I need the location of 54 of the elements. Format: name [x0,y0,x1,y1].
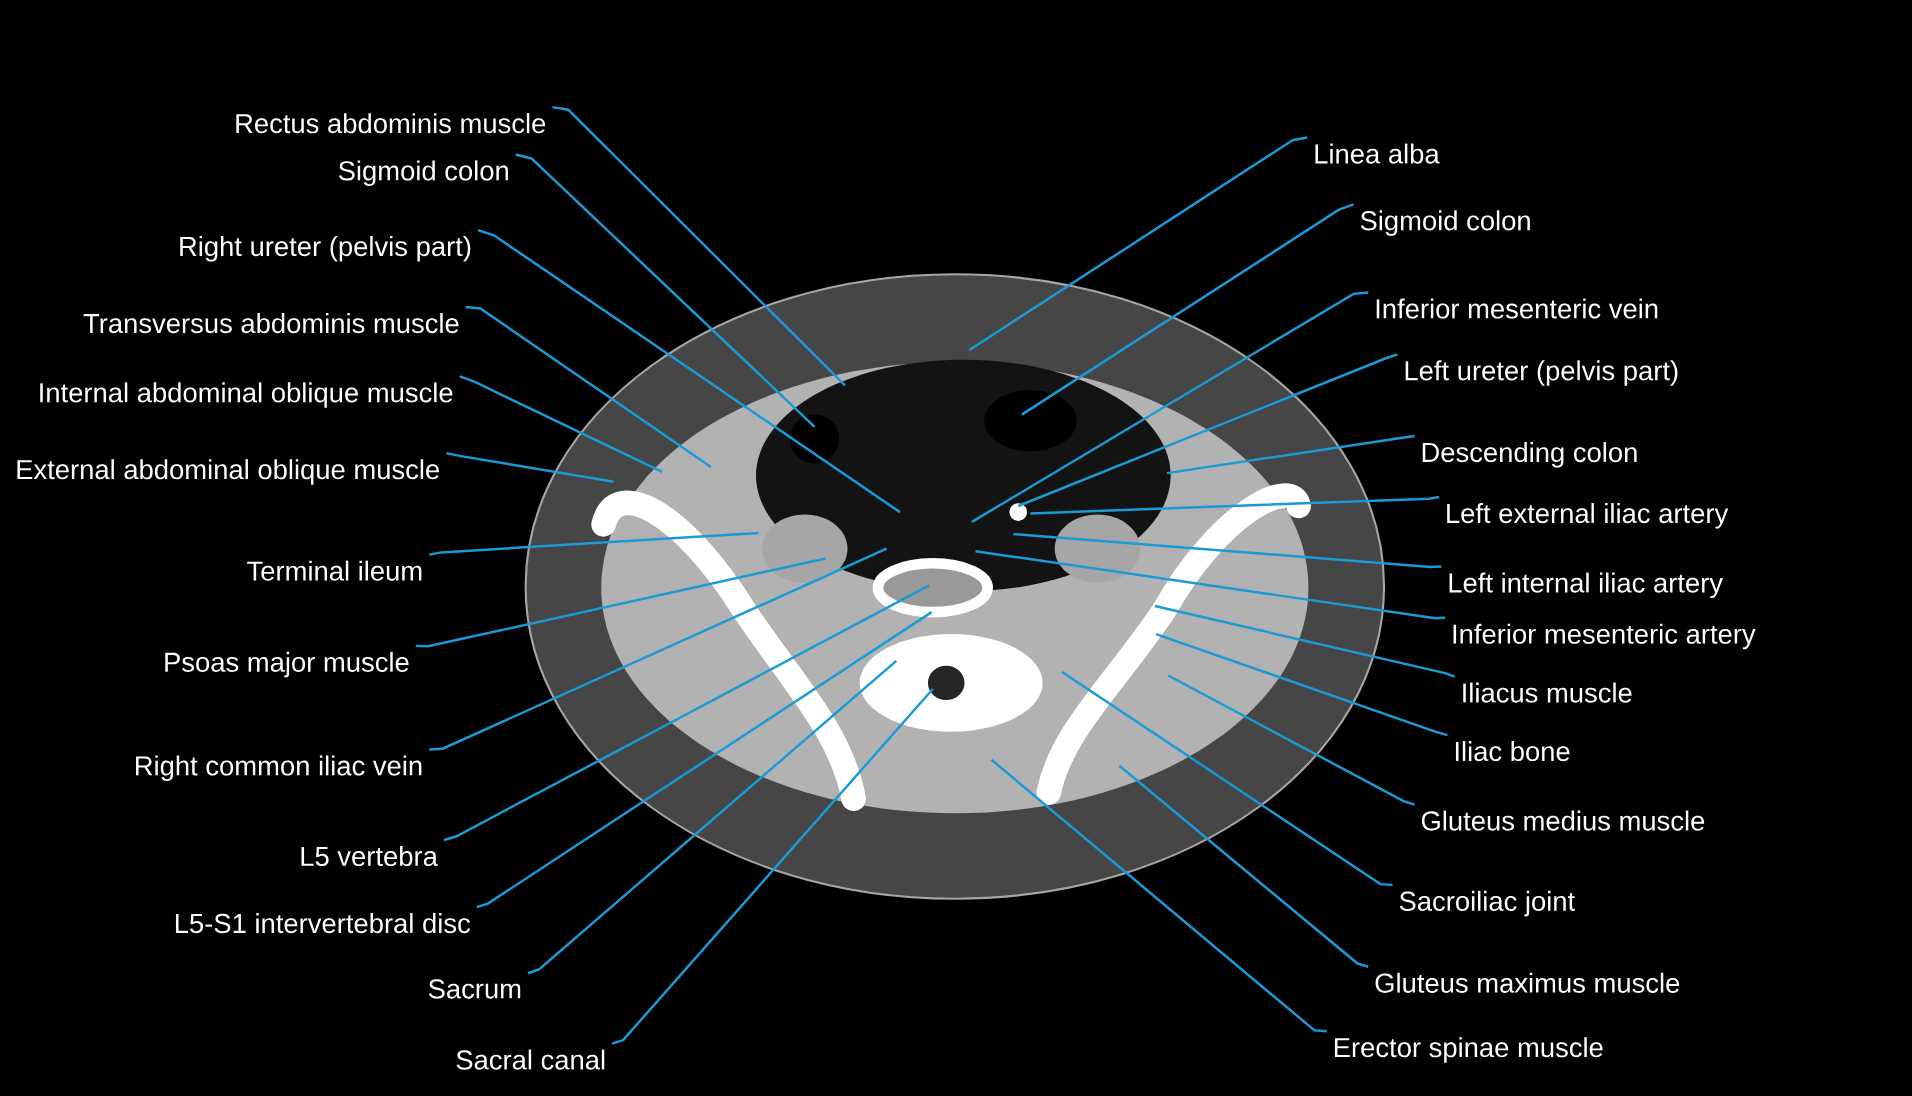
leader-line [515,153,816,428]
structure-label: External abdominal oblique muscle [17,459,439,485]
structure-label: Gluteus maximus muscle [1375,972,1680,993]
leader-line [1166,434,1415,475]
leader-line [443,584,930,842]
leader-line [1013,532,1442,569]
leader-line [611,688,934,1045]
structure-label: Descending colon [1422,442,1637,468]
leader-line [429,531,759,556]
structure-label: Transversus abdominis muscle [83,313,459,334]
structure-label: Iliac bone [1455,741,1570,762]
leader-line [476,611,933,909]
leader-line [968,136,1308,352]
structure-label: Sacroiliac joint [1399,890,1575,917]
structure-label: Left internal iliac artery [1449,572,1723,599]
structure-label: Erector spinae muscle [1334,1037,1603,1063]
leader-line [1017,353,1398,508]
structure-label: Right common iliac vein [136,755,422,781]
leader-line [1030,495,1440,515]
structure-label: Gluteus medius muscle [1421,810,1705,831]
leader-line [527,659,898,975]
leader-line [1061,670,1393,887]
leader-line [1118,764,1369,968]
structure-label: Inferior mesenteric vein [1376,298,1658,319]
structure-label: Left ureter (pelvis part) [1405,360,1678,386]
leader-line [459,375,663,473]
structure-label: Sacrum [428,979,521,999]
structure-label: Left external iliac artery [1447,503,1729,529]
leader-line [415,557,826,648]
leader-line [1155,632,1448,737]
structure-label: Iliacus muscle [1463,682,1632,703]
leader-line [1154,604,1456,678]
leader-line [477,228,901,514]
structure-label: Right ureter (pelvis part) [180,236,471,262]
structure-label: Sigmoid colon [1360,210,1530,236]
leader-line [1021,203,1354,416]
leader-line [975,550,1446,620]
leader-line [446,451,614,483]
leader-line [971,291,1369,523]
structure-label: Linea alba [1315,143,1440,164]
leader-line [1167,674,1415,806]
structure-label: Psoas major muscle [165,651,409,678]
structure-label: Sigmoid colon [338,160,508,186]
structure-label: Rectus abdominis muscle [236,113,546,134]
structure-label: L5-S1 intervertebral disc [175,913,470,934]
structure-label: L5 vertebra [301,845,438,867]
structure-label: Internal abdominal oblique muscle [40,382,453,408]
leader-line [552,105,846,387]
structure-label: Inferior mesenteric artery [1453,623,1756,650]
leader-line [465,305,712,469]
structure-label: Terminal ileum [247,560,422,581]
leader-line [429,547,887,751]
structure-label: Sacral canal [456,1049,605,1070]
leader-line [990,758,1327,1033]
